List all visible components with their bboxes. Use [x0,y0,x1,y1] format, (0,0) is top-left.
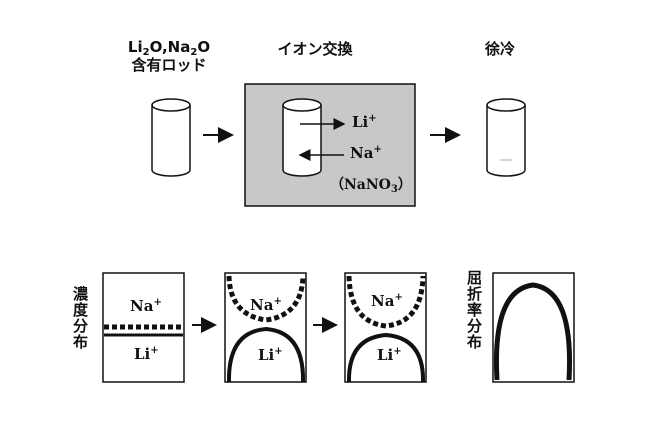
panel1-li-label: Li+ [134,345,159,363]
refractive-index-panel [492,272,575,383]
na-profile [226,275,306,323]
exchange-title: イオン交換 [277,40,353,58]
na-profile [346,275,426,329]
rod-composition: Li2O,Na2O [127,38,211,58]
ion-exchange-bath [244,83,416,207]
refractive-index-profile [493,282,573,381]
panel3-na-label: Na+ [371,292,403,310]
na-ion-label: Na+ [350,144,382,162]
concentration-axis-label: 濃度分布 [71,286,89,350]
cooled-rod-cylinder [486,98,526,177]
li-ion-label: Li+ [352,113,377,131]
rod-caption: 含有ロッド [131,56,207,74]
panel3-li-label: Li+ [377,346,402,364]
li-profile [346,332,426,383]
panel2-na-label: Na+ [250,296,282,314]
refractive-index-axis-label: 屈折率分布 [465,270,483,350]
salt-label: （NaNO3） [330,177,412,195]
rod-label: Li2O,Na2O 含有ロッド [104,38,234,74]
rod-cylinder [151,98,191,177]
cool-title: 徐冷 [484,40,515,58]
rod-in-bath [282,98,322,177]
panel2-li-label: Li+ [258,346,283,364]
li-profile [226,326,306,383]
panel1-na-label: Na+ [130,297,162,315]
